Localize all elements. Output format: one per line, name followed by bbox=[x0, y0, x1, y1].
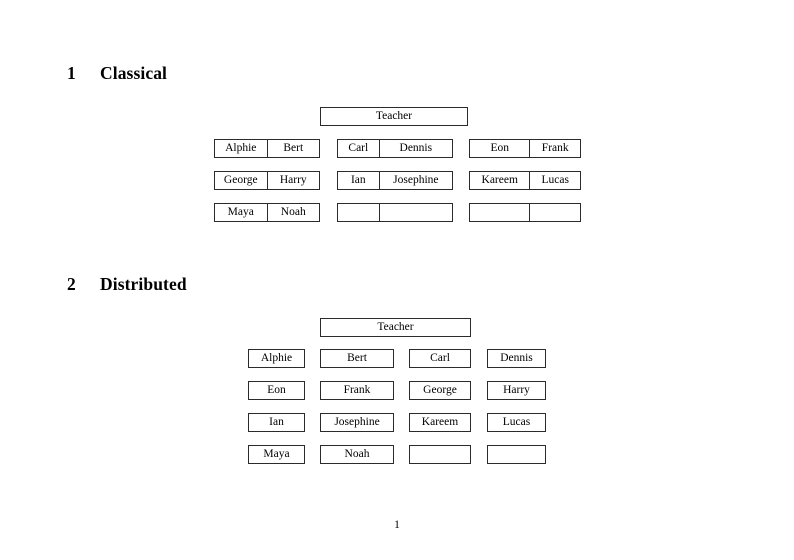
teacher-box-classical: Teacher bbox=[320, 107, 468, 126]
table-cell: Alphie bbox=[215, 140, 268, 157]
distributed-cell: Harry bbox=[487, 381, 546, 400]
table-cell bbox=[470, 204, 531, 221]
table-cell: Josephine bbox=[393, 174, 439, 186]
classical-right-group-row-1: Eon Frank bbox=[469, 139, 581, 158]
distributed-cell: Carl bbox=[409, 349, 471, 368]
section-title: Distributed bbox=[100, 274, 187, 294]
table-cell: Maya bbox=[215, 204, 268, 221]
distributed-cell: Maya bbox=[248, 445, 305, 464]
distributed-cell: Alphie bbox=[248, 349, 305, 368]
classical-middle-group-row-3 bbox=[337, 203, 453, 222]
classical-left-group-row-3: Maya Noah bbox=[214, 203, 320, 222]
table-cell bbox=[530, 204, 580, 221]
table-cell bbox=[380, 204, 452, 221]
table-cell: Kareem bbox=[470, 172, 531, 189]
distributed-cell: Frank bbox=[320, 381, 394, 400]
table-cell: Bert bbox=[283, 142, 304, 154]
table-cell: Harry bbox=[279, 174, 307, 186]
teacher-box-distributed: Teacher bbox=[320, 318, 471, 337]
distributed-cell: Ian bbox=[248, 413, 305, 432]
table-cell: Noah bbox=[280, 206, 306, 218]
classical-right-group-row-2: Kareem Lucas bbox=[469, 171, 581, 190]
section-number: 1 bbox=[67, 63, 76, 83]
table-cell: George bbox=[215, 172, 268, 189]
table-cell: Ian bbox=[338, 172, 380, 189]
distributed-cell: George bbox=[409, 381, 471, 400]
table-cell: Lucas bbox=[541, 174, 569, 186]
classical-right-group-row-3 bbox=[469, 203, 581, 222]
distributed-cell: Josephine bbox=[320, 413, 394, 432]
table-cell bbox=[338, 204, 380, 221]
section-heading-classical: 1 Classical bbox=[67, 63, 168, 83]
distributed-cell bbox=[487, 445, 546, 464]
distributed-cell: Lucas bbox=[487, 413, 546, 432]
distributed-cell: Kareem bbox=[409, 413, 471, 432]
classical-middle-group-row-1: Carl Dennis bbox=[337, 139, 453, 158]
section-heading-distributed: 2 Distributed bbox=[67, 274, 187, 294]
distributed-cell: Bert bbox=[320, 349, 394, 368]
distributed-cell: Noah bbox=[320, 445, 394, 464]
section-number: 2 bbox=[67, 274, 76, 294]
table-cell: Carl bbox=[338, 140, 380, 157]
section-title: Classical bbox=[100, 63, 168, 83]
distributed-cell: Eon bbox=[248, 381, 305, 400]
table-cell: Dennis bbox=[399, 142, 433, 154]
classical-left-group-row-1: Alphie Bert bbox=[214, 139, 320, 158]
table-cell: Frank bbox=[541, 142, 569, 154]
classical-middle-group-row-2: Ian Josephine bbox=[337, 171, 453, 190]
distributed-cell: Dennis bbox=[487, 349, 546, 368]
classical-left-group-row-2: George Harry bbox=[214, 171, 320, 190]
page-number: 1 bbox=[394, 519, 400, 531]
table-cell: Eon bbox=[470, 140, 531, 157]
distributed-cell bbox=[409, 445, 471, 464]
